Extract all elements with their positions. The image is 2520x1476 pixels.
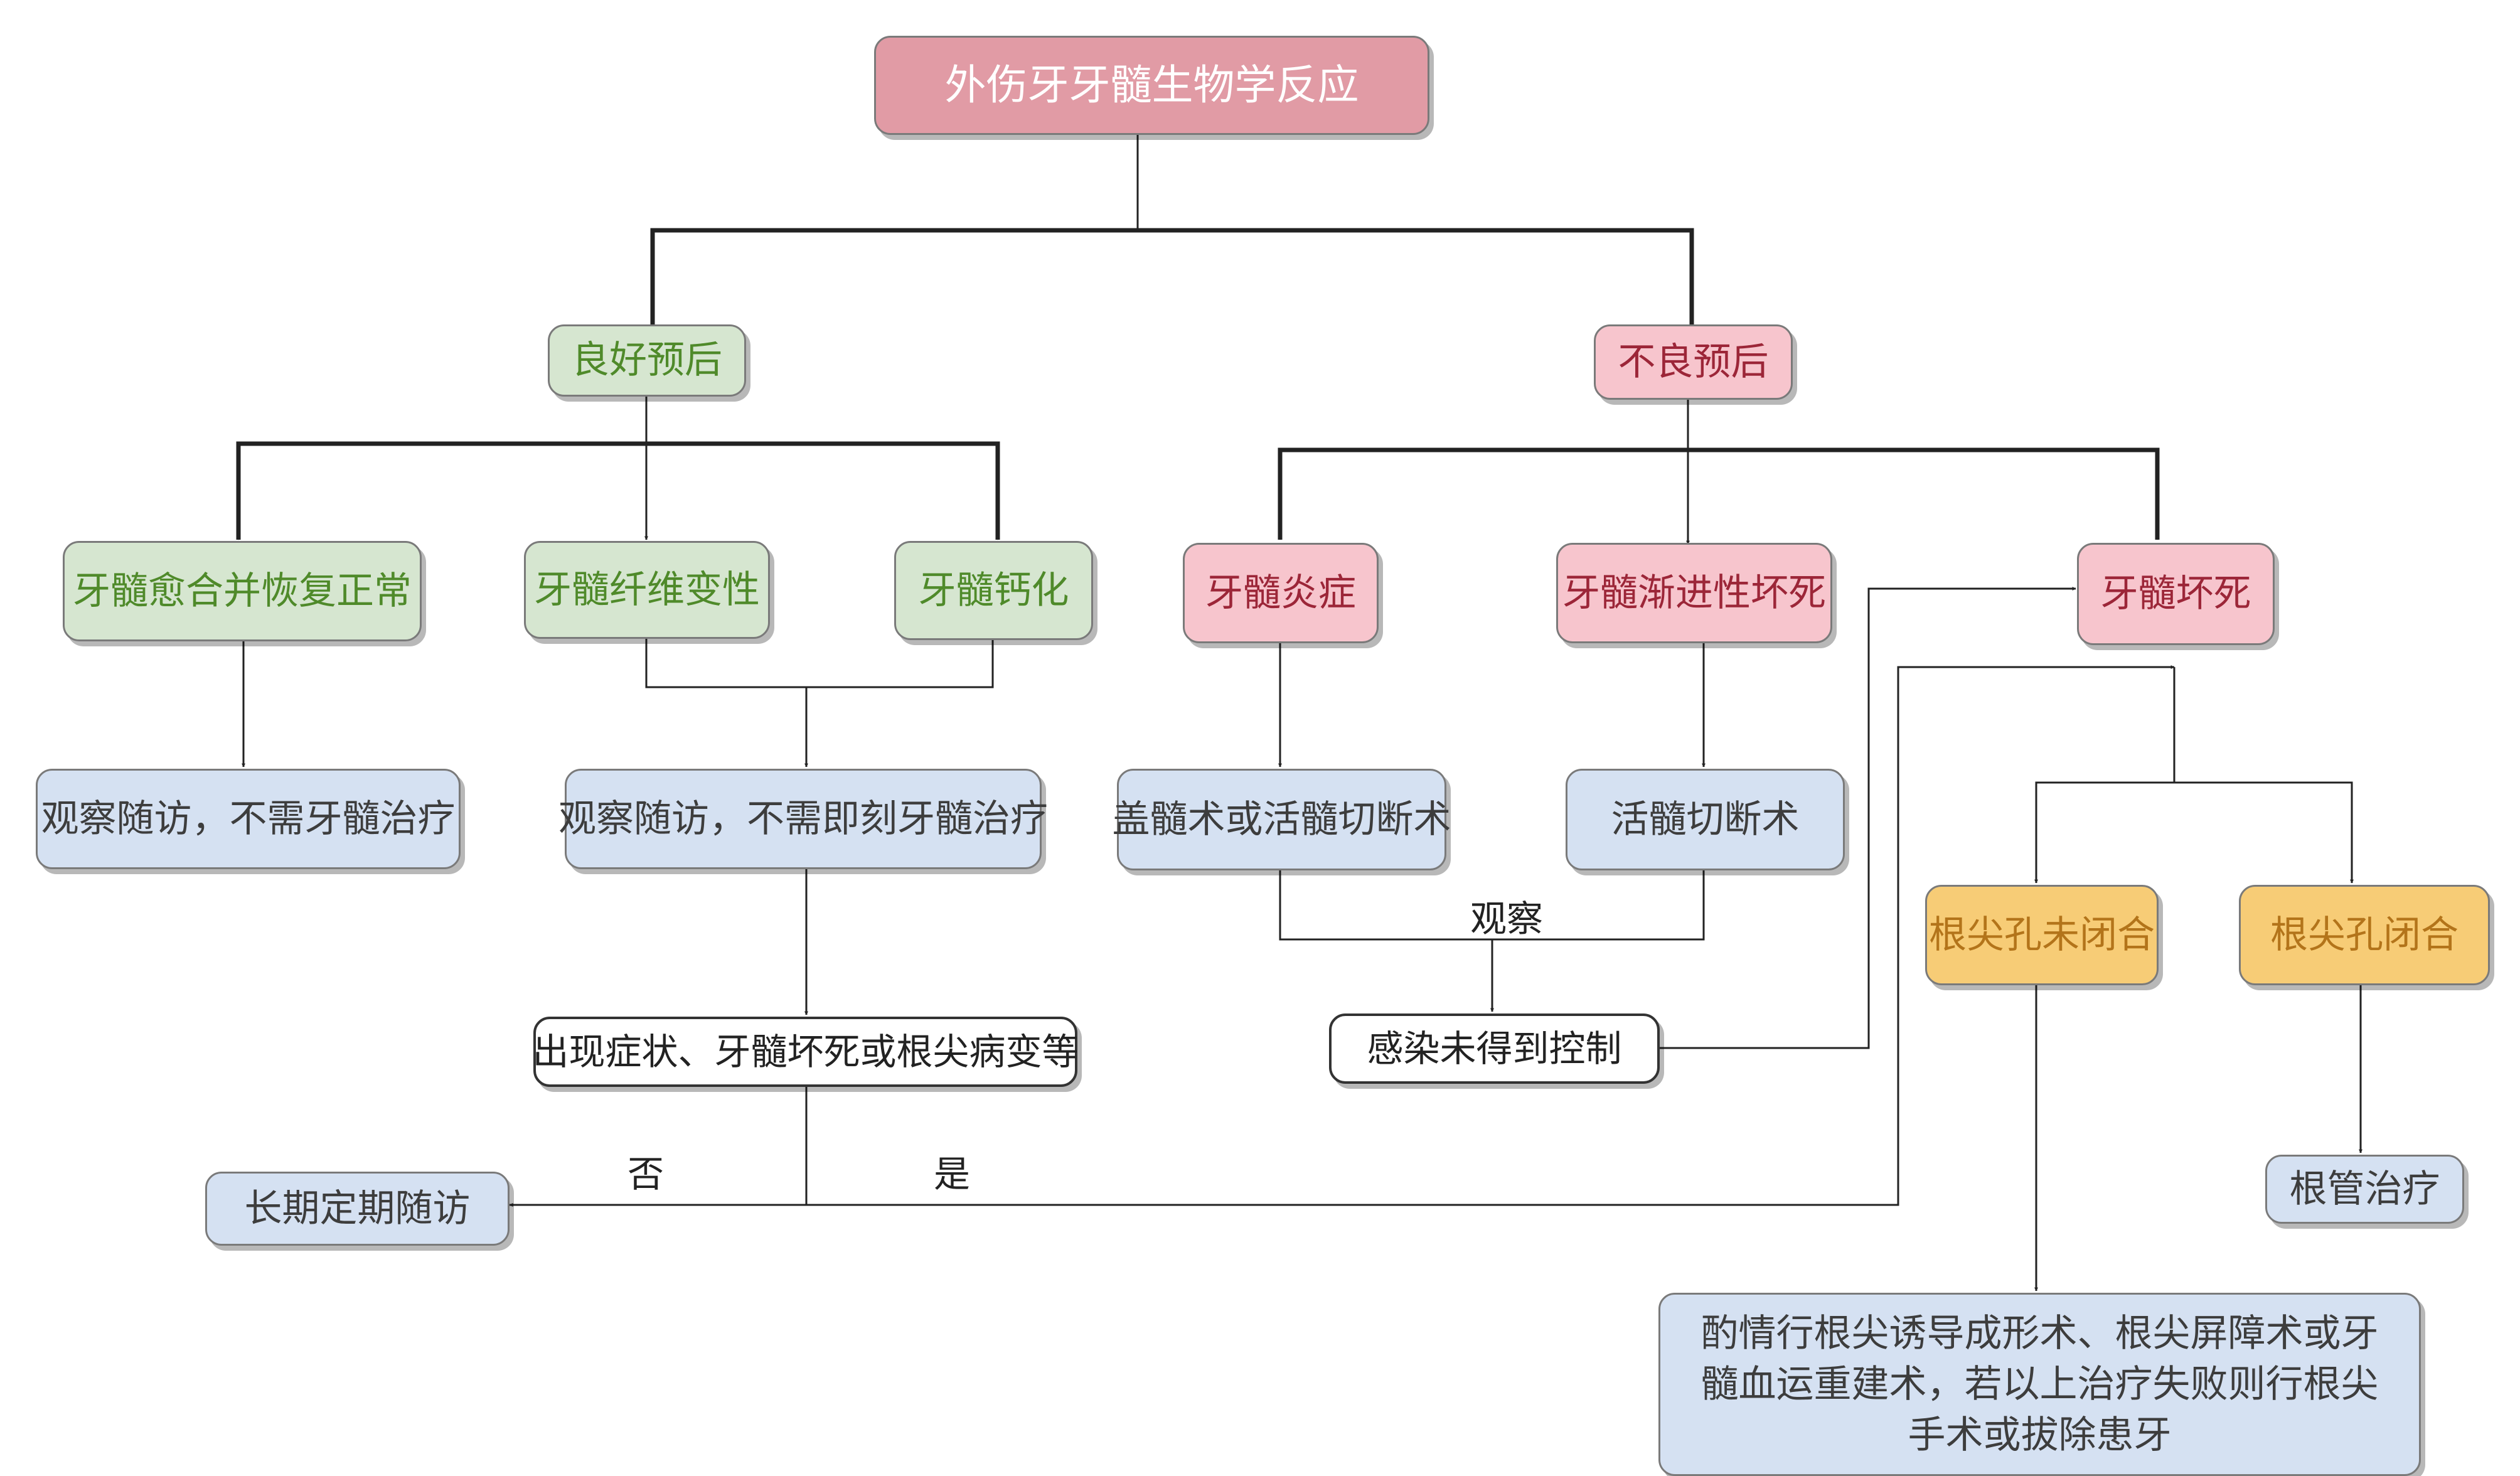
pulpotomy-node: 活髓切断术 <box>1566 769 1845 870</box>
follow-no-treatment-node: 观察随访，不需牙髓治疗 <box>36 769 461 869</box>
edge-infection-to-necrosis <box>1660 587 2076 1049</box>
long-term-follow-node: 长期定期随访 <box>205 1172 510 1246</box>
pulp-calcification-node: 牙髓钙化 <box>894 541 1093 640</box>
good-prognosis-node: 良好预后 <box>548 324 746 397</box>
edge-root-to-bad <box>1138 228 1694 325</box>
root-node: 外伤牙牙髓生物学反应 <box>874 36 1429 135</box>
root-canal-node: 根管治疗 <box>2265 1155 2464 1224</box>
bad-prognosis-node: 不良预后 <box>1594 324 1793 400</box>
edge-bad-to-inflammation <box>1278 447 1688 540</box>
apex-closed-node: 根尖孔闭合 <box>2239 885 2490 985</box>
edge-good-to-heal <box>236 441 646 540</box>
progressive-necrosis-node: 牙髓渐进性坏死 <box>1556 543 1832 643</box>
symptom-check-node: 出现症状、牙髓坏死或根尖病变等 <box>533 1017 1079 1087</box>
capping-pulpotomy-node: 盖髓术或活髓切断术 <box>1113 769 1451 870</box>
no-label: 否 <box>622 1155 670 1194</box>
apex-open-node: 根尖孔未闭合 <box>1925 885 2159 985</box>
edge-root-to-good <box>650 228 1138 325</box>
edge-good-to-calcification <box>646 441 1000 540</box>
apexification-node: 酌情行根尖诱导成形术、根尖屏障术或牙髓血运重建术，若以上治疗失败则行根尖手术或拔… <box>1658 1293 2421 1476</box>
edge-yes-to-necrosis <box>806 665 2175 1206</box>
edge-bad-to-necrosis <box>1688 447 2160 540</box>
follow-no-immediate-node: 观察随访，不需即刻牙髓治疗 <box>558 769 1048 869</box>
pulp-fibrosis-node: 牙髓纤维变性 <box>524 541 770 639</box>
pulp-inflammation-node: 牙髓炎症 <box>1183 543 1379 643</box>
pulp-healing-node: 牙髓愈合并恢复正常 <box>63 541 422 641</box>
observe-label: 观察 <box>1465 899 1549 938</box>
edge-necrosis-to-open <box>2034 781 2174 884</box>
edge-fibrosis-calc-merge <box>645 639 994 688</box>
infection-uncontrolled-node: 感染未得到控制 <box>1329 1013 1660 1084</box>
pulp-necrosis-node: 牙髓坏死 <box>2077 543 2275 645</box>
edge-necrosis-to-closed <box>2174 781 2354 884</box>
yes-label: 是 <box>929 1155 976 1194</box>
